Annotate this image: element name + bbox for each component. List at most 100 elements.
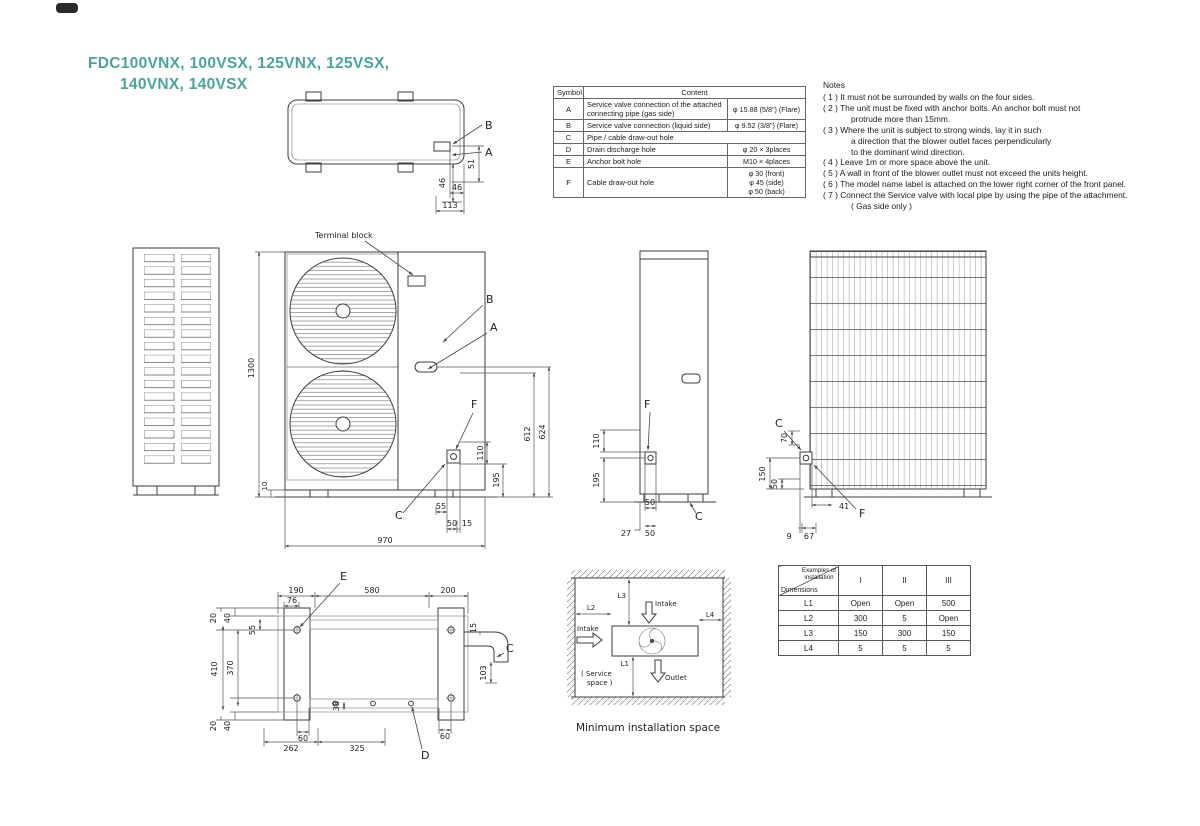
symbol-header-cell: Symbol bbox=[553, 86, 584, 99]
symbol-table-row: B Service valve connection (liquid side)… bbox=[553, 119, 806, 132]
callout-c: C bbox=[775, 417, 783, 430]
dim-label: 612 bbox=[523, 426, 532, 441]
dim-label: 10 bbox=[261, 482, 269, 491]
louver-panel bbox=[132, 247, 220, 496]
dim-label: 110 bbox=[592, 433, 601, 448]
walls bbox=[567, 570, 731, 705]
terminal-block-label: Terminal block bbox=[314, 231, 373, 240]
symbol-cell: F bbox=[553, 167, 584, 198]
col-header: I bbox=[838, 565, 883, 596]
model-title-line2: 140VNX, 140VSX bbox=[120, 76, 248, 93]
model-title: FDC100VNX, 100VSX, 125VNX, 125VSX, 140VN… bbox=[88, 55, 389, 94]
desc-cell: Drain discharge hole bbox=[583, 143, 728, 156]
value-cell: Open bbox=[838, 595, 883, 611]
l4-label: L4 bbox=[706, 611, 715, 619]
note-item: ( 5 ) A wall in front of the blower outl… bbox=[823, 168, 1088, 179]
value-line: φ 30 (front) bbox=[748, 169, 785, 178]
desc-cell: Anchor bolt hole bbox=[583, 155, 728, 168]
value-cell: 300 bbox=[882, 625, 927, 641]
installation-table-row: L1 Open Open 500 bbox=[778, 595, 971, 611]
content-header-cell: Content bbox=[583, 86, 806, 99]
value-cell: φ 20 × 3places bbox=[727, 143, 806, 156]
value-cell: φ 30 (front) φ 45 (side) φ 50 (back) bbox=[727, 167, 806, 198]
symbol-table-row: F Cable draw-out hole φ 30 (front) φ 45 … bbox=[553, 167, 806, 198]
value-cell: 500 bbox=[926, 595, 971, 611]
dim-label: 9 bbox=[786, 532, 791, 541]
value-cell: 5 bbox=[882, 640, 927, 656]
symbol-table-row: C Pipe / cable draw-out hole bbox=[553, 131, 806, 144]
dim-label: 580 bbox=[364, 586, 379, 595]
front-view-callouts: Terminal block B A F C bbox=[314, 231, 498, 522]
installation-space-diagram: L3 Intake L2 Intake L4 L1 Outlet ( Servi… bbox=[567, 570, 731, 734]
top-view-unit-outline bbox=[287, 91, 465, 173]
col-header: III bbox=[926, 565, 971, 596]
installation-table-row: L3 150 300 150 bbox=[778, 625, 971, 641]
base-plan-dimensions bbox=[216, 592, 497, 746]
dim-label: 27 bbox=[621, 529, 631, 538]
dim-label: 1300 bbox=[247, 358, 256, 378]
dim-label: 60 bbox=[298, 734, 308, 743]
installation-table: Examples of installation Dimensions I II… bbox=[778, 565, 971, 656]
dim-label: 20 bbox=[209, 721, 218, 731]
notes: Notes ( 1 ) It must not be surrounded by… bbox=[823, 80, 1161, 212]
value-cell: 5 bbox=[882, 610, 927, 626]
base-plan-drawing: 190 580 200 E 20 40 55 410 370 20 40 76 … bbox=[209, 570, 514, 762]
diagram-caption: Minimum installation space bbox=[576, 722, 720, 734]
value-cell: 150 bbox=[926, 625, 971, 641]
value-cell: 5 bbox=[838, 640, 883, 656]
installation-table-header-row: Examples of installation Dimensions I II… bbox=[778, 565, 971, 596]
top-view-dimensions bbox=[435, 145, 484, 214]
dim-label: 20 bbox=[209, 613, 218, 623]
symbol-cell: B bbox=[553, 119, 584, 132]
service-space-label2: space ) bbox=[587, 679, 613, 687]
callout-b: B bbox=[485, 119, 493, 132]
desc-cell: Pipe / cable draw-out hole bbox=[583, 131, 806, 144]
space-arrows bbox=[576, 579, 722, 696]
row-label: L1 bbox=[778, 595, 839, 611]
note-item: ( 2 ) The unit must be fixed with anchor… bbox=[823, 102, 1081, 124]
dim-label: 50 bbox=[645, 498, 655, 507]
outlet-label: Outlet bbox=[665, 674, 687, 682]
symbol-table-row: A Service valve connection of the attach… bbox=[553, 98, 806, 120]
dim-label: 15 bbox=[462, 519, 472, 528]
row-label: L3 bbox=[778, 625, 839, 641]
dim-label: 46 bbox=[438, 178, 447, 188]
dim-label: 50 bbox=[770, 479, 779, 489]
dim-label: 15 bbox=[469, 623, 478, 633]
col-header: II bbox=[882, 565, 927, 596]
value-line: φ 45 (side) bbox=[749, 178, 784, 187]
l1-label: L1 bbox=[621, 660, 629, 668]
front-view-drawing: Terminal block B A F C bbox=[247, 231, 553, 549]
note-item: ( 1 ) It must not be surrounded by walls… bbox=[823, 91, 1035, 102]
dim-label: 325 bbox=[349, 744, 364, 753]
model-title-line1: FDC100VNX, 100VSX, 125VNX, 125VSX, bbox=[88, 55, 390, 72]
symbol-cell: C bbox=[553, 131, 584, 144]
desc-cell: Service valve connection of the attached… bbox=[583, 98, 728, 120]
installation-table-row: L2 300 5 Open bbox=[778, 610, 971, 626]
installation-table-row: L4 5 5 5 bbox=[778, 640, 971, 656]
dim-label: 103 bbox=[479, 665, 488, 680]
dim-label: 410 bbox=[210, 661, 219, 676]
dim-label: 60 bbox=[440, 732, 450, 741]
desc-cell: Cable draw-out hole bbox=[583, 167, 728, 198]
back-view-unit bbox=[799, 250, 992, 498]
value-cell: 300 bbox=[838, 610, 883, 626]
dim-label: 110 bbox=[476, 445, 485, 460]
callout-f: F bbox=[859, 507, 865, 520]
dim-label: 370 bbox=[226, 660, 235, 675]
flow-arrows bbox=[576, 601, 667, 683]
callout-c: C bbox=[695, 510, 703, 523]
back-view-dimensions bbox=[766, 430, 832, 533]
top-view-callouts: B A bbox=[451, 119, 493, 159]
symbol-table-header-row: Symbol Content bbox=[553, 86, 806, 99]
row-label: L2 bbox=[778, 610, 839, 626]
dim-label: 40 bbox=[223, 613, 232, 623]
dim-label: 50 bbox=[447, 519, 457, 528]
callout-b: B bbox=[486, 293, 494, 306]
symbol-cell: D bbox=[553, 143, 584, 156]
back-view-drawing: C 70 150 50 41 9 67 F bbox=[758, 250, 992, 541]
dim-label: 190 bbox=[288, 586, 303, 595]
dim-label: 55 bbox=[248, 625, 257, 635]
side-view-dimensions bbox=[600, 429, 657, 531]
